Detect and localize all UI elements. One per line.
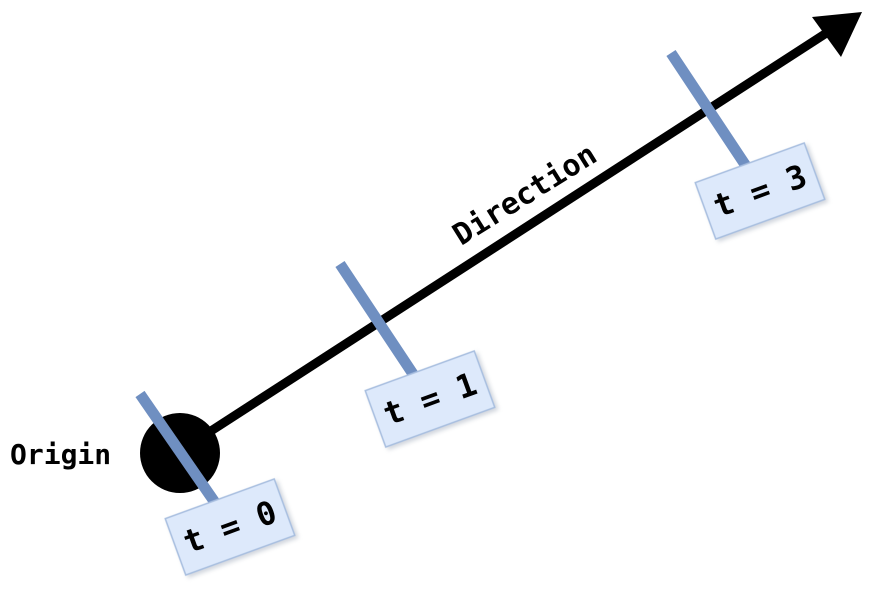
tick-bar-t3 [666,49,751,170]
tick-label-box [164,478,296,576]
tick-label-t1: t = 1 [364,350,496,448]
tick-label-t3: t = 3 [694,142,826,240]
tick-label-t0: t = 0 [164,478,296,576]
tick-bar-t0 [135,390,221,508]
direction-ray-line [177,28,831,455]
tick-label-box [364,350,496,448]
direction-arrowhead-icon [812,12,862,57]
tick-label-box [694,142,826,240]
tick-bar-t1 [335,260,420,381]
origin-label: Origin [10,438,111,471]
